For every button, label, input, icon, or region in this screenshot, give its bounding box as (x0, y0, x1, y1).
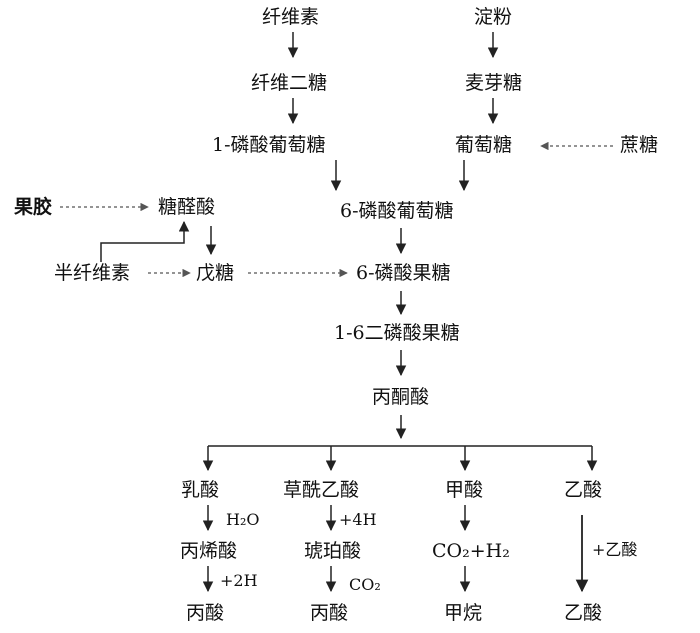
node-cellulose: 纤维素 (262, 6, 320, 28)
node-propionic-acid-succinate-route: 丙酸 (310, 602, 349, 624)
node-glucose-6-phosphate: 6-磷酸葡萄糖 (340, 200, 454, 222)
node-methane: 甲烷 (444, 602, 483, 624)
node-starch: 淀粉 (474, 6, 513, 28)
label-plus-2h: +2H (220, 571, 258, 590)
node-pectin: 果胶 (14, 196, 53, 218)
node-acetic-acid: 乙酸 (564, 479, 603, 501)
node-propionic-acid-lactate-route: 丙酸 (186, 602, 225, 624)
node-glucose: 葡萄糖 (455, 134, 513, 156)
node-succinic-acid: 琥珀酸 (304, 540, 362, 562)
node-formic-acid: 甲酸 (445, 479, 484, 501)
node-pyruvate: 丙酮酸 (372, 386, 430, 408)
label-h2o: H₂O (226, 510, 260, 529)
node-cellobiose: 纤维二糖 (251, 72, 328, 94)
node-sucrose: 蔗糖 (620, 134, 659, 156)
node-hemicellulose: 半纤维素 (54, 262, 131, 284)
node-fructose-6-phosphate: 6-磷酸果糖 (356, 262, 451, 284)
node-glucose-1-phosphate: 1-磷酸葡萄糖 (212, 134, 326, 156)
label-plus-4h: +4H (339, 510, 377, 529)
node-lactic-acid: 乳酸 (181, 479, 220, 501)
node-co2-h2: CO₂+H₂ (432, 540, 510, 562)
node-pentose: 戊糖 (196, 262, 235, 284)
node-oxaloacetate: 草酰乙酸 (283, 479, 360, 501)
label-plus-acetic-acid: +乙酸 (592, 540, 638, 559)
label-co2: CO₂ (349, 575, 381, 594)
node-acetic-acid-product: 乙酸 (564, 602, 603, 624)
node-fructose-1-6-bisphosphate: 1-6二磷酸果糖 (334, 322, 460, 344)
node-aldonic-acid: 糖醛酸 (158, 196, 216, 218)
arrow-hemicellulose-aldonic (100, 220, 190, 262)
node-maltose: 麦芽糖 (465, 72, 523, 94)
node-acrylic-acid: 丙烯酸 (180, 540, 238, 562)
